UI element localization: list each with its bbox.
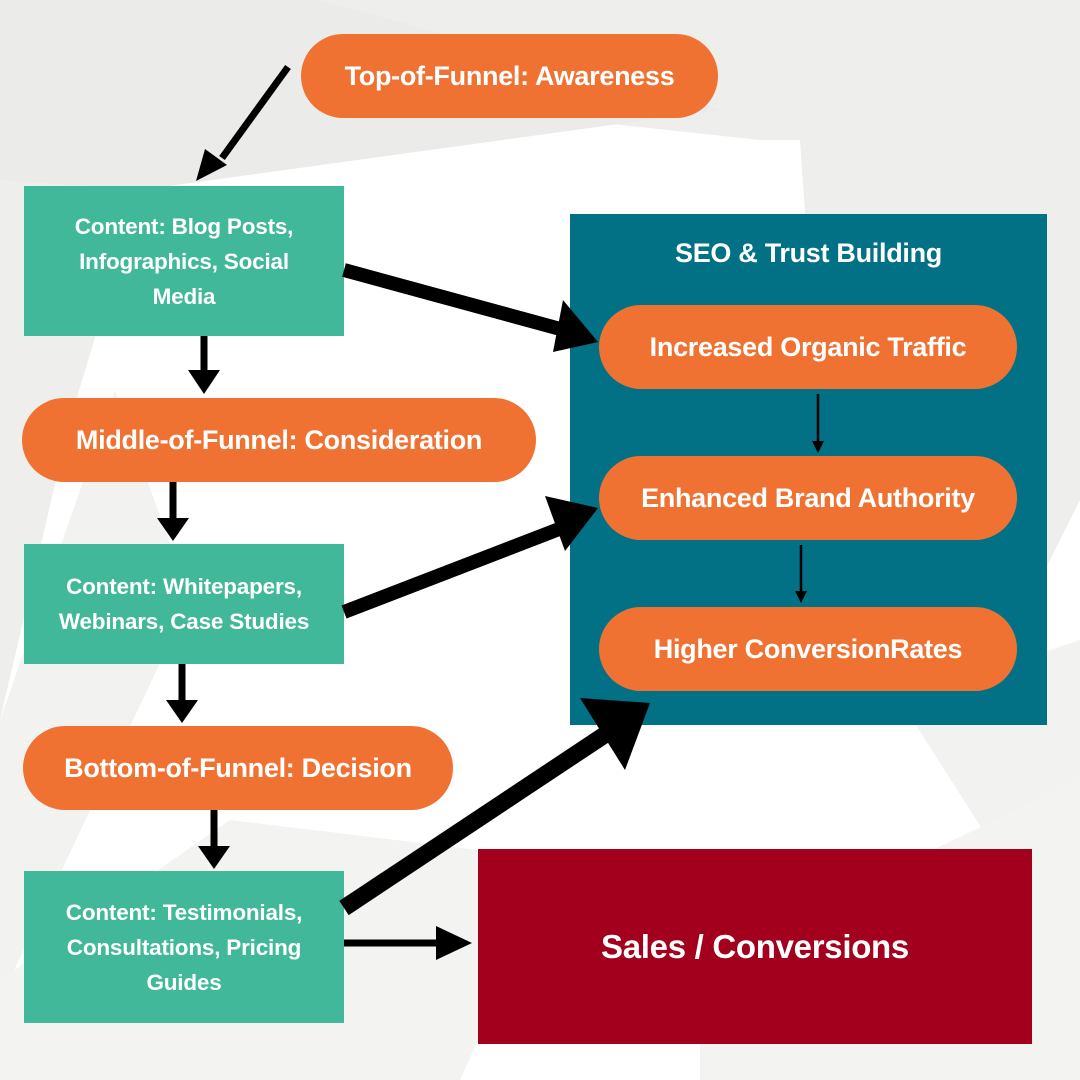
- stage-middle-consideration[interactable]: Middle-of-Funnel: Consideration: [22, 398, 536, 482]
- stage-top-awareness[interactable]: Top-of-Funnel: Awareness: [301, 34, 718, 118]
- stage-label: Middle-of-Funnel: Consideration: [75, 424, 483, 455]
- stage-label: Top-of-Funnel: Awareness: [344, 60, 675, 91]
- content-middle-box[interactable]: Content: Whitepapers, Webinars, Case Stu…: [24, 544, 344, 664]
- seo-conversion-rates[interactable]: Higher ConversionRates: [599, 607, 1017, 691]
- content-label: Content: Testimonials, Consultations, Pr…: [65, 899, 303, 995]
- seo-organic-traffic[interactable]: Increased Organic Traffic: [599, 305, 1017, 389]
- seo-group-title: SEO & Trust Building: [674, 238, 942, 268]
- seo-brand-authority[interactable]: Enhanced Brand Authority: [599, 456, 1017, 540]
- stage-bottom-decision[interactable]: Bottom-of-Funnel: Decision: [23, 726, 453, 810]
- content-label: Content: Whitepapers, Webinars, Case Stu…: [58, 574, 310, 634]
- seo-item-label: Enhanced Brand Authority: [641, 482, 975, 513]
- sales-label: Sales / Conversions: [601, 927, 909, 965]
- content-bottom-box[interactable]: Content: Testimonials, Consultations, Pr…: [24, 871, 344, 1023]
- seo-item-label: Increased Organic Traffic: [649, 331, 967, 362]
- stage-label: Bottom-of-Funnel: Decision: [64, 752, 412, 783]
- seo-item-label: Higher ConversionRates: [653, 633, 963, 664]
- content-top-box[interactable]: Content: Blog Posts, Infographics, Socia…: [24, 186, 344, 336]
- sales-conversions-box[interactable]: Sales / Conversions: [478, 849, 1032, 1044]
- content-label: Content: Blog Posts, Infographics, Socia…: [74, 213, 294, 309]
- background-shape: [0, 390, 190, 1000]
